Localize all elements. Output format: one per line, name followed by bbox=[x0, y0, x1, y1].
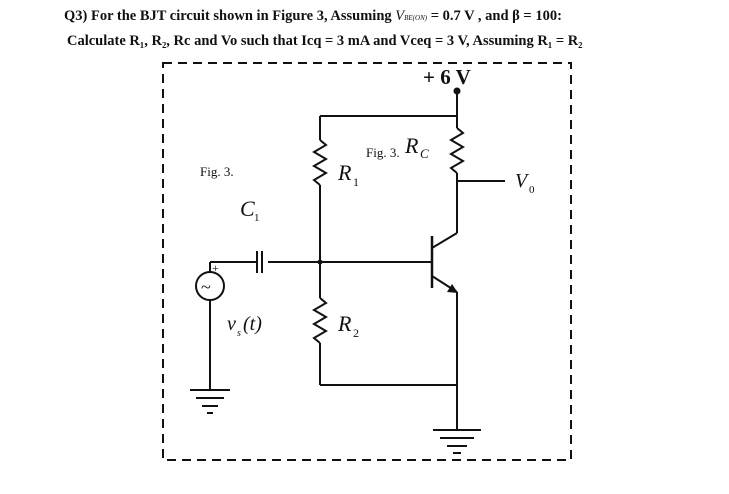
vs-label: v bbox=[227, 313, 236, 335]
rc-label: R bbox=[404, 133, 419, 158]
vs-argument: (t) bbox=[243, 313, 262, 335]
dashed-border bbox=[162, 62, 572, 461]
ground-icon bbox=[433, 429, 481, 454]
question-line-1-start: Q3) For the BJT circuit shown in Figure … bbox=[64, 8, 396, 24]
r1-label: R bbox=[337, 160, 352, 185]
fig-label-top: Fig. 3. bbox=[366, 145, 400, 160]
question-line-1: Q3) For the BJT circuit shown in Figure … bbox=[64, 8, 562, 25]
resistor-r1 bbox=[312, 139, 328, 186]
question-line-2: Calculate R₁, R₂, Rc and Vo such that Ic… bbox=[67, 33, 583, 49]
c1-subscript: 1 bbox=[254, 212, 260, 224]
ground-icon bbox=[190, 389, 230, 414]
fig-label-left: Fig. 3. bbox=[200, 164, 234, 179]
vo-subscript: 0 bbox=[529, 184, 535, 196]
c1-label: C bbox=[240, 196, 255, 221]
transistor-collector-lead bbox=[431, 232, 458, 249]
vs-subscript: s bbox=[237, 328, 241, 339]
resistor-r2 bbox=[312, 297, 328, 344]
supply-label: + 6 V bbox=[423, 65, 471, 89]
vbe-subscript: BE(ON) bbox=[404, 14, 428, 22]
r2-subscript: 2 bbox=[353, 326, 359, 340]
vo-label: V bbox=[515, 170, 530, 192]
rc-subscript: C bbox=[420, 146, 429, 161]
ac-source-tilde: ~ bbox=[201, 277, 211, 297]
emitter-arrow-icon bbox=[447, 284, 458, 293]
vbe-symbol: V bbox=[395, 8, 405, 24]
ac-source-plus: + bbox=[212, 261, 219, 275]
resistor-rc bbox=[449, 127, 465, 174]
r1-subscript: 1 bbox=[353, 175, 359, 189]
question-line-1-end: = 0.7 V , and β = 100: bbox=[427, 8, 562, 24]
r2-label: R bbox=[337, 311, 352, 336]
